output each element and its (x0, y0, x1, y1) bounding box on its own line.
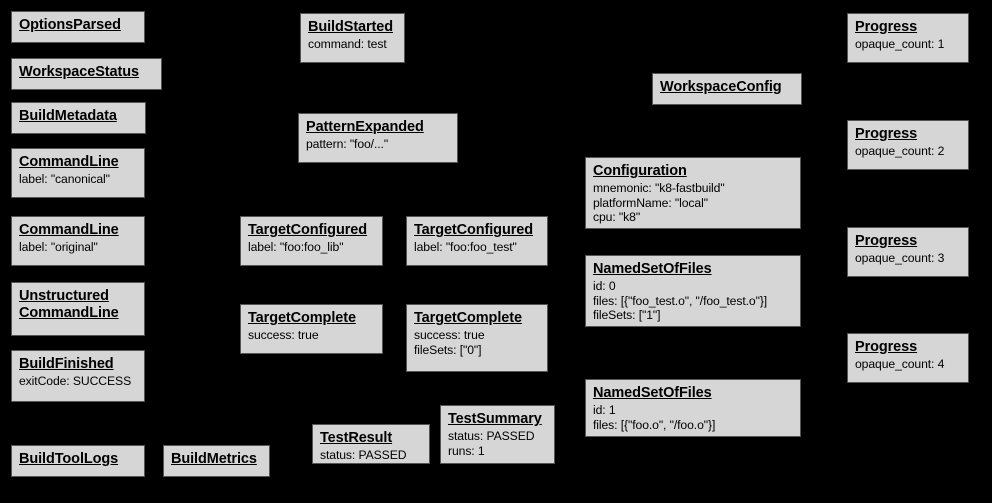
event-node-properties: label: "foo:foo_test" (414, 240, 540, 254)
event-node-properties: opaque_count: 3 (855, 251, 961, 265)
event-node-configuration[interactable]: Configuration mnemonic: "k8-fastbuild"pla… (585, 157, 801, 229)
event-node-test-result[interactable]: TestResult status: PASSED (312, 424, 430, 464)
event-node-title: TargetComplete (248, 310, 356, 326)
event-node-progress-3[interactable]: Progress opaque_count: 3 (847, 227, 969, 277)
event-node-properties: label: "foo:foo_lib" (248, 240, 375, 254)
event-node-build-started[interactable]: BuildStarted command: test (300, 13, 405, 63)
event-node-property: opaque_count: 1 (855, 37, 945, 52)
event-node-progress-2[interactable]: Progress opaque_count: 2 (847, 120, 969, 170)
event-node-property: command: test (308, 37, 387, 52)
event-node-title: CommandLine (19, 222, 119, 238)
event-node-title: TargetConfigured (414, 222, 533, 238)
event-node-title: Unstructured CommandLine (19, 288, 119, 322)
event-node-property: pattern: "foo/..." (306, 137, 389, 152)
event-node-title: BuildToolLogs (19, 451, 119, 467)
event-node-property: exitCode: SUCCESS (19, 374, 132, 389)
event-node-title: TargetConfigured (248, 222, 367, 238)
event-node-title: OptionsParsed (19, 17, 121, 33)
event-node-progress-4[interactable]: Progress opaque_count: 4 (847, 333, 969, 383)
event-node-property: opaque_count: 4 (855, 357, 945, 372)
event-node-property: label: "foo:foo_lib" (248, 240, 344, 255)
event-node-property: runs: 1 (448, 443, 485, 458)
event-node-title: Progress (855, 233, 918, 249)
event-node-properties: success: true (248, 328, 375, 342)
event-node-target-configured-foo-lib[interactable]: TargetConfigured label: "foo:foo_lib" (240, 216, 383, 266)
event-node-property: cpu: "k8" (593, 209, 641, 224)
event-node-unstructured-command-line[interactable]: Unstructured CommandLine (11, 282, 145, 336)
event-node-properties: opaque_count: 4 (855, 357, 961, 371)
event-node-build-metadata[interactable]: BuildMetadata (11, 102, 146, 134)
event-node-title: Progress (855, 339, 918, 355)
event-node-workspace-status[interactable]: WorkspaceStatus (11, 58, 162, 90)
event-node-properties: label: "original" (19, 240, 137, 254)
event-node-properties: mnemonic: "k8-fastbuild"platformName: "l… (593, 181, 793, 224)
event-node-title: TargetComplete (414, 310, 522, 326)
event-node-command-line-canonical[interactable]: CommandLine label: "canonical" (11, 148, 145, 198)
event-node-build-tool-logs[interactable]: BuildToolLogs (11, 445, 145, 477)
event-node-property: success: true (248, 328, 319, 343)
event-node-title: TestResult (320, 430, 393, 446)
event-node-property: status: PASSED (448, 429, 535, 444)
event-node-command-line-original[interactable]: CommandLine label: "original" (11, 216, 145, 266)
event-node-property: mnemonic: "k8-fastbuild" (593, 181, 725, 196)
event-node-title: WorkspaceConfig (660, 79, 782, 95)
event-node-property: label: "foo:foo_test" (414, 240, 517, 255)
event-node-target-configured-foo-test[interactable]: TargetConfigured label: "foo:foo_test" (406, 216, 548, 266)
event-node-build-finished[interactable]: BuildFinished exitCode: SUCCESS (11, 350, 145, 402)
event-node-title: Progress (855, 126, 918, 142)
event-node-properties: exitCode: SUCCESS (19, 374, 137, 388)
event-node-title: WorkspaceStatus (19, 64, 139, 80)
event-node-title: Progress (855, 19, 918, 35)
event-node-properties: label: "canonical" (19, 172, 137, 186)
event-node-title: CommandLine (19, 154, 119, 170)
event-node-property: files: [{"foo.o", "/foo.o"}] (593, 417, 716, 432)
event-node-title: BuildMetrics (171, 451, 257, 467)
event-node-property: label: "canonical" (19, 172, 110, 187)
event-node-build-metrics[interactable]: BuildMetrics (163, 445, 270, 477)
event-node-property: success: true (414, 328, 485, 343)
event-node-title: PatternExpanded (306, 119, 424, 135)
event-node-properties: opaque_count: 2 (855, 144, 961, 158)
event-node-property: fileSets: ["0"] (414, 342, 482, 357)
event-node-property: opaque_count: 2 (855, 144, 945, 159)
event-node-properties: opaque_count: 1 (855, 37, 961, 51)
event-node-property: id: 1 (593, 403, 616, 418)
event-node-property: files: [{"foo_test.o", "/foo_test.o"}] (593, 293, 768, 308)
event-node-target-complete-lib[interactable]: TargetComplete success: true (240, 304, 383, 354)
event-node-title: BuildStarted (308, 19, 394, 35)
event-node-property: platformName: "local" (593, 195, 708, 210)
event-node-title: BuildMetadata (19, 108, 117, 124)
event-node-pattern-expanded[interactable]: PatternExpanded pattern: "foo/..." (298, 113, 458, 163)
event-node-title: NamedSetOfFiles (593, 385, 712, 401)
event-node-properties: command: test (308, 37, 397, 51)
event-node-title: Configuration (593, 163, 687, 179)
event-node-property: label: "original" (19, 240, 98, 255)
event-node-properties: pattern: "foo/..." (306, 137, 450, 151)
event-node-title: NamedSetOfFiles (593, 261, 712, 277)
event-node-options-parsed[interactable]: OptionsParsed (11, 11, 145, 43)
event-node-property: opaque_count: 3 (855, 251, 945, 266)
event-node-properties: status: PASSED (320, 448, 422, 462)
event-node-progress-1[interactable]: Progress opaque_count: 1 (847, 13, 969, 63)
event-node-title: TestSummary (448, 411, 542, 427)
event-node-workspace-config[interactable]: WorkspaceConfig (652, 73, 802, 105)
event-node-property: id: 0 (593, 279, 616, 294)
event-node-property: fileSets: ["1"] (593, 307, 661, 322)
event-node-title: BuildFinished (19, 356, 114, 372)
event-node-property: status: PASSED (320, 448, 407, 463)
